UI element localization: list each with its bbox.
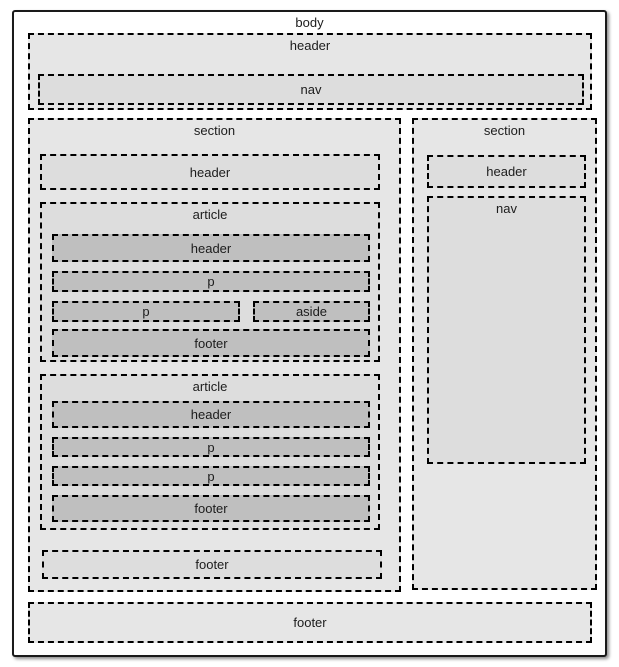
- body-element-box: body header nav section header article h…: [12, 10, 607, 657]
- article-2-box: article header p p footer: [40, 374, 380, 530]
- body-label: body: [295, 15, 324, 30]
- article-2-paragraph-2-label: p: [207, 468, 215, 484]
- article-2-paragraph-1-label: p: [207, 439, 215, 455]
- article-1-footer-box: footer: [52, 329, 370, 357]
- sidebar-header-label: header: [486, 164, 527, 179]
- sidebar-header-box: header: [427, 155, 586, 188]
- sidebar-section-label: section: [483, 123, 526, 138]
- article-1-aside-label: aside: [295, 304, 328, 319]
- article-2-header-box: header: [52, 401, 370, 428]
- main-section-label: section: [193, 123, 236, 138]
- article-1-header-box: header: [52, 234, 370, 262]
- main-section-box: section header article header p p aside: [28, 118, 401, 592]
- sidebar-section-box: section header nav: [412, 118, 597, 590]
- article-1-header-label: header: [190, 240, 232, 256]
- section-footer-label: footer: [195, 557, 229, 572]
- article-1-footer-label: footer: [194, 335, 228, 351]
- header-label: header: [289, 38, 331, 53]
- nav-label: nav: [300, 82, 322, 97]
- article-1-paragraph-2-label: p: [142, 304, 150, 319]
- article-1-aside-box: aside: [253, 301, 370, 322]
- section-footer-box: footer: [42, 550, 382, 579]
- sidebar-nav-box: nav: [427, 196, 586, 464]
- article-2-paragraph-1-box: p: [52, 437, 370, 457]
- article-2-footer-box: footer: [52, 495, 370, 522]
- section-header-label: header: [189, 164, 231, 180]
- sidebar-nav-label: nav: [496, 201, 517, 216]
- nav-element-box: nav: [38, 74, 584, 105]
- article-1-box: article header p p aside footer: [40, 202, 380, 362]
- article-1-paragraph-2-box: p: [52, 301, 240, 322]
- footer-element-box: footer: [28, 602, 592, 643]
- article-1-paragraph-1-box: p: [52, 271, 370, 292]
- article-1-paragraph-1-label: p: [207, 274, 215, 289]
- header-element-box: header nav: [28, 33, 592, 110]
- article-2-footer-label: footer: [194, 501, 228, 516]
- footer-label: footer: [293, 615, 327, 630]
- section-header-box: header: [40, 154, 380, 190]
- article-2-paragraph-2-box: p: [52, 466, 370, 486]
- article-2-header-label: header: [190, 407, 232, 422]
- article-2-label: article: [192, 379, 228, 394]
- article-1-label: article: [192, 207, 228, 222]
